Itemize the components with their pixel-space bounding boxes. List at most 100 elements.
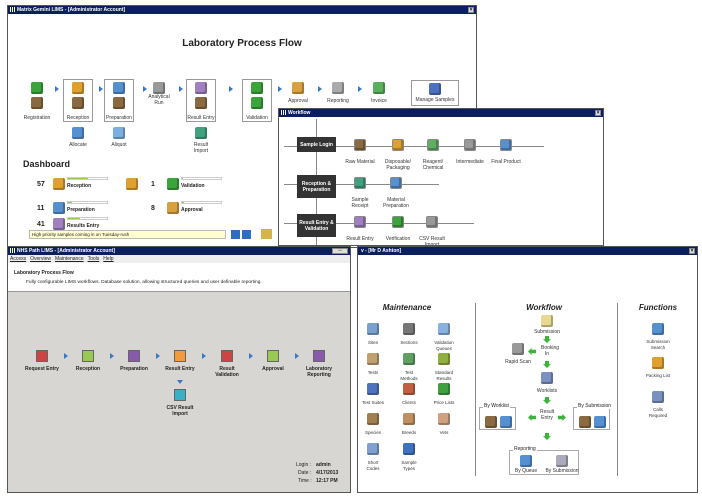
final-product-icon[interactable] xyxy=(500,139,512,151)
result-entry-icon[interactable] xyxy=(195,82,207,94)
worklists-label[interactable]: Worklists xyxy=(536,388,558,394)
approval-icon[interactable] xyxy=(292,82,304,94)
rapid-scan-label[interactable]: Rapid Scan xyxy=(505,359,531,365)
reception-icon-2[interactable] xyxy=(72,97,84,109)
validation-label[interactable]: Validation xyxy=(246,115,268,121)
menu-tools[interactable]: Tools xyxy=(87,256,100,262)
raw-material-label[interactable]: Raw Material xyxy=(345,159,375,165)
breeds-icon[interactable] xyxy=(403,413,415,425)
result-entry-label[interactable]: Result Entry xyxy=(540,409,555,421)
material-preparation-label[interactable]: Material Preparation xyxy=(383,197,409,209)
raw-material-icon[interactable] xyxy=(354,139,366,151)
step-label[interactable]: Preparation xyxy=(120,366,148,372)
notes-icon[interactable] xyxy=(261,229,272,239)
material-preparation-icon[interactable] xyxy=(390,177,402,189)
standard-results-label[interactable]: Standard Results xyxy=(434,370,454,381)
breeds-label[interactable]: Breeds xyxy=(401,430,417,435)
aliquot-icon[interactable] xyxy=(113,127,125,139)
verification-icon[interactable] xyxy=(392,216,404,228)
clients-label[interactable]: Clients xyxy=(402,400,416,405)
short-codes-label[interactable]: Short Codes xyxy=(366,460,380,471)
validation-queues-label[interactable]: Validation Queues xyxy=(434,340,454,351)
allocate-icon[interactable] xyxy=(72,127,84,139)
registration-icon-2[interactable] xyxy=(31,97,43,109)
csv-result-import-icon[interactable] xyxy=(426,216,438,228)
step-label[interactable]: Result Validation xyxy=(215,366,239,378)
microscope-icon[interactable] xyxy=(485,416,497,428)
by-queue-icon[interactable] xyxy=(520,455,532,467)
manage-samples-icon[interactable] xyxy=(429,83,441,95)
reporting-icon[interactable] xyxy=(332,82,344,94)
microscope-icon[interactable] xyxy=(579,416,591,428)
submission-search-icon[interactable] xyxy=(652,323,664,335)
preparation-label[interactable]: Preparation xyxy=(106,115,132,121)
result-entry-icon-2[interactable] xyxy=(195,97,207,109)
window-controls[interactable]: ▫▫ xyxy=(332,248,348,254)
sample-types-icon[interactable] xyxy=(403,443,415,455)
step-request-entry[interactable] xyxy=(36,350,48,362)
registration-icon[interactable] xyxy=(31,82,43,94)
validation-queues-icon[interactable] xyxy=(438,323,450,335)
validation-icon-2[interactable] xyxy=(251,97,263,109)
dashboard-label[interactable]: Validation xyxy=(181,183,205,189)
reagent-chemical-icon[interactable] xyxy=(427,139,439,151)
step-label[interactable]: Reception xyxy=(75,366,101,372)
step-approval[interactable] xyxy=(267,350,279,362)
aliquot-label[interactable]: Aliquot xyxy=(111,142,127,148)
tests-label[interactable]: Tests xyxy=(367,370,379,375)
manage-samples-label[interactable]: Manage Samples xyxy=(415,97,455,103)
step-csv-result-import[interactable] xyxy=(174,389,186,401)
intermediate-label[interactable]: Intermediate xyxy=(456,159,484,165)
calls-required-icon[interactable] xyxy=(652,391,664,403)
preparation-icon[interactable] xyxy=(113,82,125,94)
test-suites-label[interactable]: Test Suites xyxy=(361,400,384,405)
verification-label[interactable]: Verification xyxy=(385,236,411,242)
calls-required-label[interactable]: Calls Required xyxy=(648,407,668,418)
booking-in-label[interactable]: Booking In xyxy=(541,345,560,357)
sites-icon[interactable] xyxy=(367,323,379,335)
step-laboratory-reporting[interactable] xyxy=(313,350,325,362)
reception-label[interactable]: Reception xyxy=(66,115,90,121)
menu-help[interactable]: Help xyxy=(103,256,114,262)
prev-button[interactable] xyxy=(231,230,240,239)
approval-label[interactable]: Approval xyxy=(288,98,308,104)
reagent-chemical-label[interactable]: Reagent/ Chemical xyxy=(422,159,444,171)
validation-icon[interactable] xyxy=(251,82,263,94)
csv-result-import-label[interactable]: CSV Result Import xyxy=(419,236,445,246)
checklist-icon[interactable] xyxy=(500,416,512,428)
species-label[interactable]: Species xyxy=(364,430,381,435)
worklists-icon[interactable] xyxy=(541,372,553,384)
close-button[interactable]: × xyxy=(468,7,474,13)
submission-icon[interactable] xyxy=(541,315,553,327)
analytical-run-label[interactable]: Analytical Run xyxy=(148,94,170,106)
invoice-icon[interactable] xyxy=(373,82,385,94)
test-suites-icon[interactable] xyxy=(367,383,379,395)
test-methods-label[interactable]: Test Methods xyxy=(400,370,418,381)
disposable-packaging-label[interactable]: Disposable/ Packaging xyxy=(384,159,412,171)
stage-0[interactable]: Sample Login xyxy=(297,137,336,152)
dashboard-label[interactable]: Approval xyxy=(181,207,203,213)
step-label[interactable]: Result Entry xyxy=(165,366,195,372)
rapid-scan-icon[interactable] xyxy=(512,343,524,355)
standard-results-icon[interactable] xyxy=(438,353,450,365)
intermediate-icon[interactable] xyxy=(464,139,476,151)
step-preparation[interactable] xyxy=(128,350,140,362)
price-lists-icon[interactable] xyxy=(438,383,450,395)
vets-icon[interactable] xyxy=(438,413,450,425)
dashboard-label[interactable]: Reception xyxy=(67,183,92,189)
step-result-entry[interactable] xyxy=(174,350,186,362)
vets-label[interactable]: Vets xyxy=(439,430,449,435)
dashboard-label[interactable]: Preparation xyxy=(67,207,95,213)
result-entry-label[interactable]: Result Entry xyxy=(346,236,374,242)
next-button[interactable] xyxy=(242,230,251,239)
close-button[interactable]: × xyxy=(595,110,601,116)
tests-icon[interactable] xyxy=(367,353,379,365)
reporting-label[interactable]: Reporting xyxy=(327,98,349,104)
step-label[interactable]: Request Entry xyxy=(25,366,59,372)
close-button[interactable]: × xyxy=(689,248,695,254)
analytical-run-icon[interactable] xyxy=(153,82,165,94)
sites-label[interactable]: Sites xyxy=(367,340,378,345)
step-reception[interactable] xyxy=(82,350,94,362)
species-icon[interactable] xyxy=(367,413,379,425)
sample-receipt-label[interactable]: Sample Receipt xyxy=(351,197,369,209)
